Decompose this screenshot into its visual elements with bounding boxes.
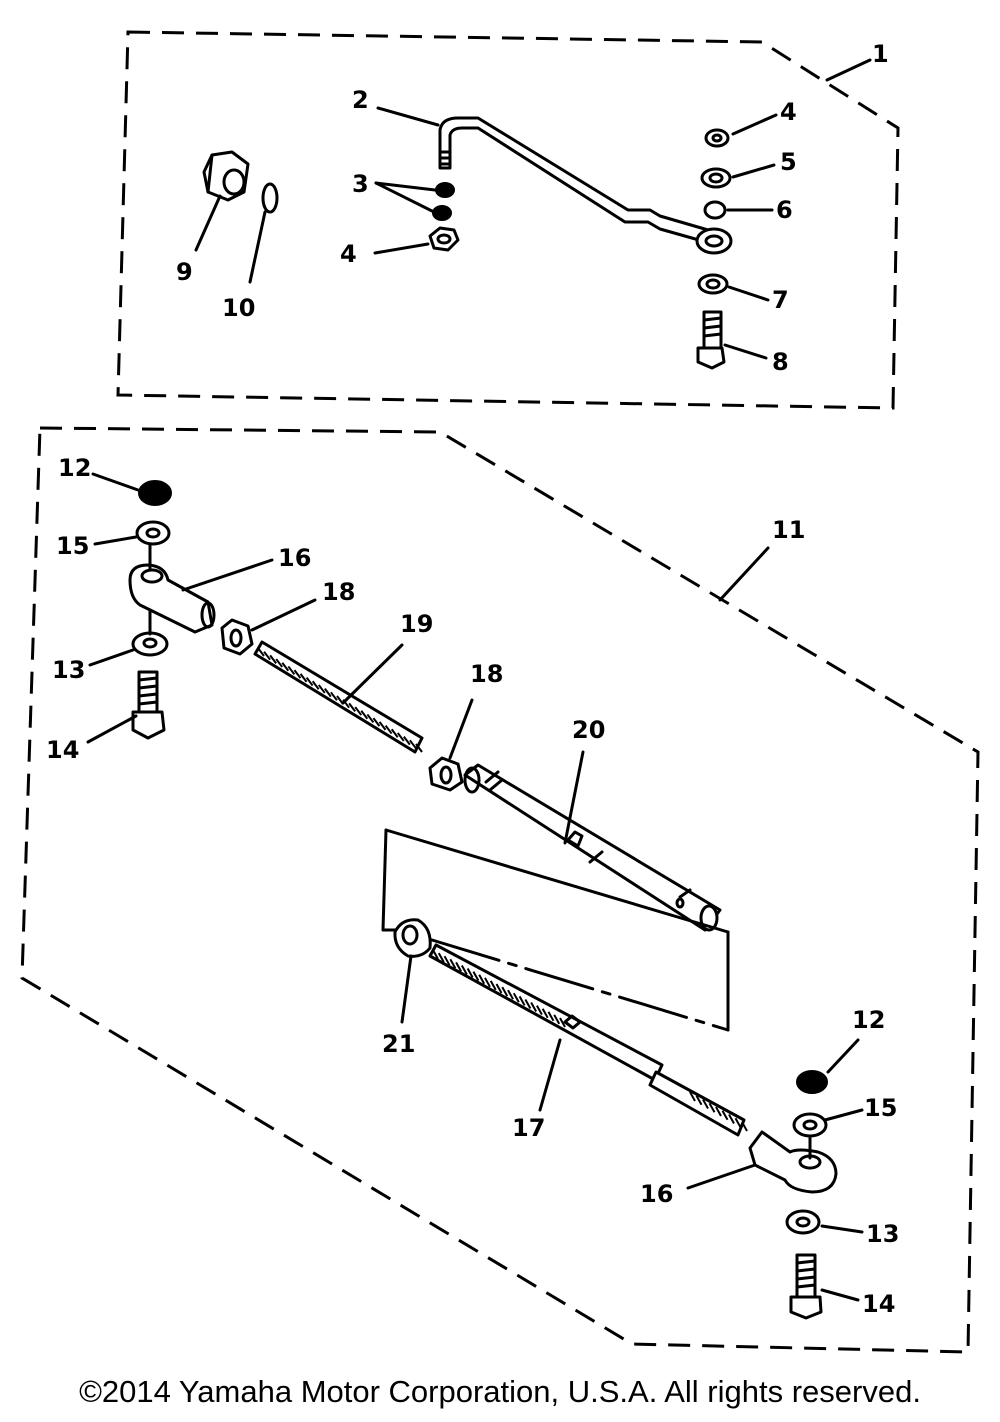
cap-nut-part xyxy=(202,150,250,202)
callout-9: 9 xyxy=(176,258,193,286)
callout-17: 17 xyxy=(512,1114,545,1142)
callout-1: 1 xyxy=(872,40,889,68)
bolt-part xyxy=(789,1253,823,1320)
callout-5: 5 xyxy=(780,148,797,176)
callout-8: 8 xyxy=(772,348,789,376)
parts-diagram: 1 2 3 4 4 5 6 7 8 9 10 11 12 12 13 13 14… xyxy=(20,30,980,1354)
callout-14: 14 xyxy=(46,736,79,764)
callout-15: 15 xyxy=(864,1094,897,1122)
adjusting-rod-part xyxy=(428,943,748,1137)
callout-11: 11 xyxy=(772,516,805,544)
callout-20: 20 xyxy=(572,716,605,744)
link-rod-part xyxy=(438,116,733,255)
lock-nut-part xyxy=(138,480,172,506)
tube-part xyxy=(463,763,722,932)
callout-19: 19 xyxy=(400,610,433,638)
clip-part xyxy=(261,182,279,214)
washer-stack-part xyxy=(696,128,732,370)
callout-16: 16 xyxy=(278,544,311,572)
threaded-rod-part xyxy=(253,640,424,754)
callout-6: 6 xyxy=(776,196,793,224)
lock-nut-part xyxy=(428,756,464,792)
washer-part xyxy=(135,520,171,546)
group-11-boundary xyxy=(20,426,980,1354)
ball-joint-part xyxy=(128,543,216,634)
ball-joint-part xyxy=(748,1130,838,1194)
bolt-part xyxy=(131,670,166,740)
callout-13: 13 xyxy=(52,656,85,684)
callout-3: 3 xyxy=(352,170,369,198)
callout-18: 18 xyxy=(470,660,503,688)
callout-14: 14 xyxy=(862,1290,895,1318)
callout-16: 16 xyxy=(640,1180,673,1208)
nut-part xyxy=(428,226,460,252)
washer-part xyxy=(785,1209,821,1235)
callout-4: 4 xyxy=(780,98,797,126)
copyright-notice: ©2014 Yamaha Motor Corporation, U.S.A. A… xyxy=(79,1374,921,1409)
callout-15: 15 xyxy=(56,532,89,560)
lock-nut-part xyxy=(220,618,254,656)
callout-12: 12 xyxy=(58,454,91,482)
callout-18: 18 xyxy=(322,578,355,606)
callout-2: 2 xyxy=(352,86,369,114)
callout-7: 7 xyxy=(772,286,789,314)
callout-13: 13 xyxy=(866,1220,899,1248)
callout-21: 21 xyxy=(382,1030,415,1058)
nut-part xyxy=(435,182,455,198)
nut-part xyxy=(432,205,452,221)
washer-part xyxy=(131,608,169,657)
group-1-boundary xyxy=(116,30,900,410)
callout-4: 4 xyxy=(340,240,357,268)
lock-nut-part xyxy=(796,1070,828,1094)
washer-part xyxy=(792,1112,828,1138)
callout-12: 12 xyxy=(852,1006,885,1034)
callout-10: 10 xyxy=(222,294,255,322)
nut-part xyxy=(393,918,432,958)
